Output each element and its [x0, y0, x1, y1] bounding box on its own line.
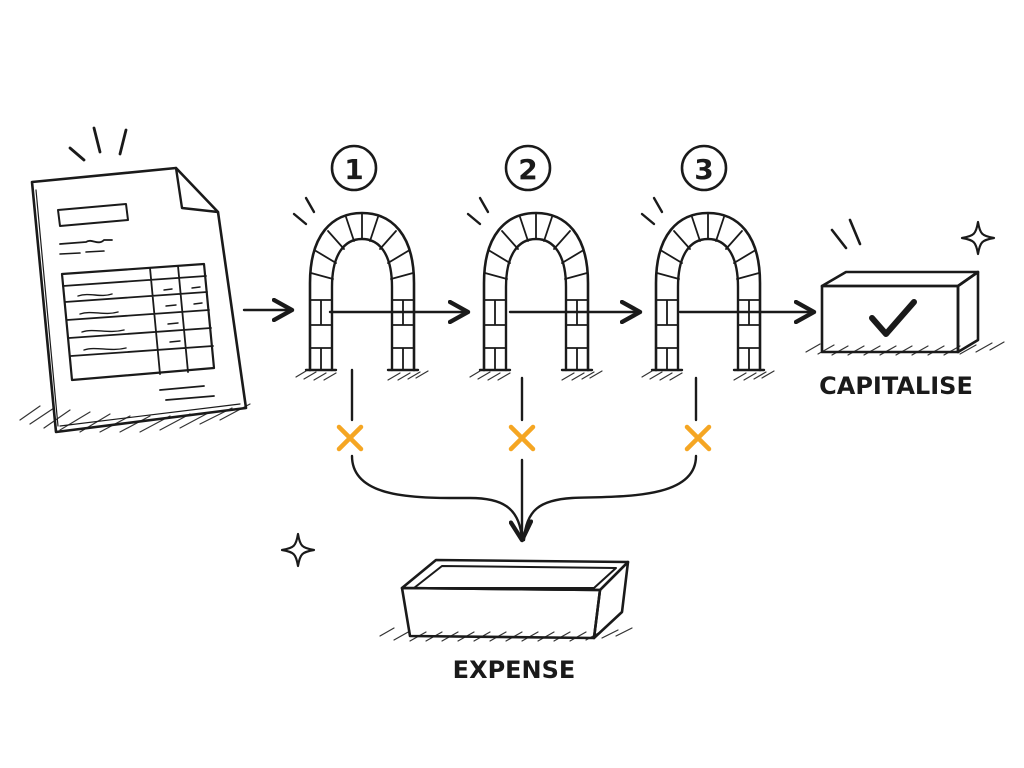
sparkle-icon — [960, 220, 996, 256]
reject-branches — [339, 368, 709, 540]
step-number-1: 1 — [344, 153, 363, 186]
x-mark-icon — [511, 427, 533, 449]
expense-label: EXPENSE — [453, 656, 576, 684]
x-mark-icon — [687, 427, 709, 449]
gate-2: 2 — [466, 144, 604, 382]
step-badge — [504, 144, 552, 192]
step-number-3: 3 — [694, 153, 713, 186]
emphasis-ticks-icon — [466, 196, 490, 226]
gate-1: 1 — [292, 144, 430, 382]
stone-arch-gate-icon — [294, 211, 430, 382]
sparkle-icon — [280, 532, 316, 568]
expense-outcome: EXPENSE — [379, 558, 633, 684]
step-badge — [330, 144, 378, 192]
x-mark-icon — [339, 427, 361, 449]
checkmark-icon — [869, 299, 917, 337]
gate-3: 3 — [640, 144, 776, 382]
emphasis-ticks-icon — [292, 196, 316, 226]
step-number-2: 2 — [518, 153, 537, 186]
capitalise-label: CAPITALISE — [819, 372, 973, 400]
pass-box — [820, 284, 960, 354]
emphasis-ticks-icon — [830, 218, 862, 250]
stone-arch-gate-icon — [468, 211, 604, 382]
step-badge — [680, 144, 728, 192]
main-flow-arrows — [242, 310, 814, 312]
fail-tray — [400, 586, 602, 640]
emphasis-ticks-icon — [640, 196, 664, 226]
emphasis-ticks-icon — [68, 126, 128, 162]
capitalise-outcome: CAPITALISE — [805, 218, 1005, 400]
invoice-document-icon — [19, 166, 251, 434]
stone-arch-gate-icon — [640, 211, 776, 382]
